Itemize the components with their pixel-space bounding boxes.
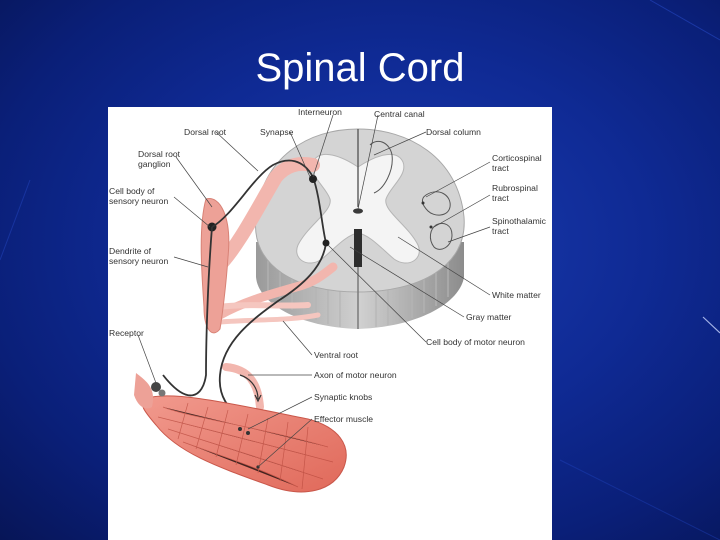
- label-dorsal-root: Dorsal root: [184, 127, 227, 137]
- label-dendrite-sensory-2: sensory neuron: [109, 256, 168, 266]
- label-spinothalamic-2: tract: [492, 226, 509, 236]
- diagram-labels: Interneuron Central canal Dorsal root Sy…: [109, 107, 547, 424]
- label-dorsal-column: Dorsal column: [426, 127, 481, 137]
- label-interneuron: Interneuron: [298, 107, 342, 117]
- spinal-cord-diagram: Interneuron Central canal Dorsal root Sy…: [109, 107, 547, 493]
- label-dorsal-root-ganglion-2: ganglion: [138, 159, 171, 169]
- nerve-roots: [211, 156, 338, 411]
- leader-lines: [137, 114, 491, 468]
- label-spinothalamic: Spinothalamic: [492, 216, 547, 226]
- label-rubrospinal-2: tract: [492, 193, 509, 203]
- label-synaptic-knobs: Synaptic knobs: [314, 392, 372, 402]
- spinal-cord-block: [255, 128, 465, 329]
- label-effector-muscle: Effector muscle: [314, 414, 373, 424]
- label-gray-matter: Gray matter: [466, 312, 512, 322]
- label-cell-body-sensory-2: sensory neuron: [109, 196, 168, 206]
- motor-cell-body: [322, 239, 330, 247]
- spinal-cord-figure: Interneuron Central canal Dorsal root Sy…: [108, 107, 552, 540]
- label-corticospinal-2: tract: [492, 163, 509, 173]
- label-central-canal: Central canal: [374, 109, 425, 119]
- label-cell-body-motor: Cell body of motor neuron: [426, 337, 525, 347]
- label-receptor: Receptor: [109, 328, 144, 338]
- label-synapse: Synapse: [260, 127, 294, 137]
- neuron-pathway: [162, 159, 327, 423]
- label-cell-body-sensory: Cell body of: [109, 186, 155, 196]
- label-dorsal-root-ganglion: Dorsal root: [138, 149, 181, 159]
- reflex-arrow: [239, 374, 259, 400]
- label-dendrite-sensory: Dendrite of: [109, 246, 152, 256]
- label-ventral-root: Ventral root: [314, 350, 359, 360]
- label-white-matter: White matter: [492, 290, 541, 300]
- label-rubrospinal: Rubrospinal: [492, 183, 538, 193]
- effector-muscle: [134, 373, 347, 493]
- slide-title: Spinal Cord: [255, 46, 465, 90]
- label-axon-motor: Axon of motor neuron: [314, 370, 397, 380]
- label-corticospinal: Corticospinal: [492, 153, 542, 163]
- interneuron-cell-body: [309, 175, 317, 183]
